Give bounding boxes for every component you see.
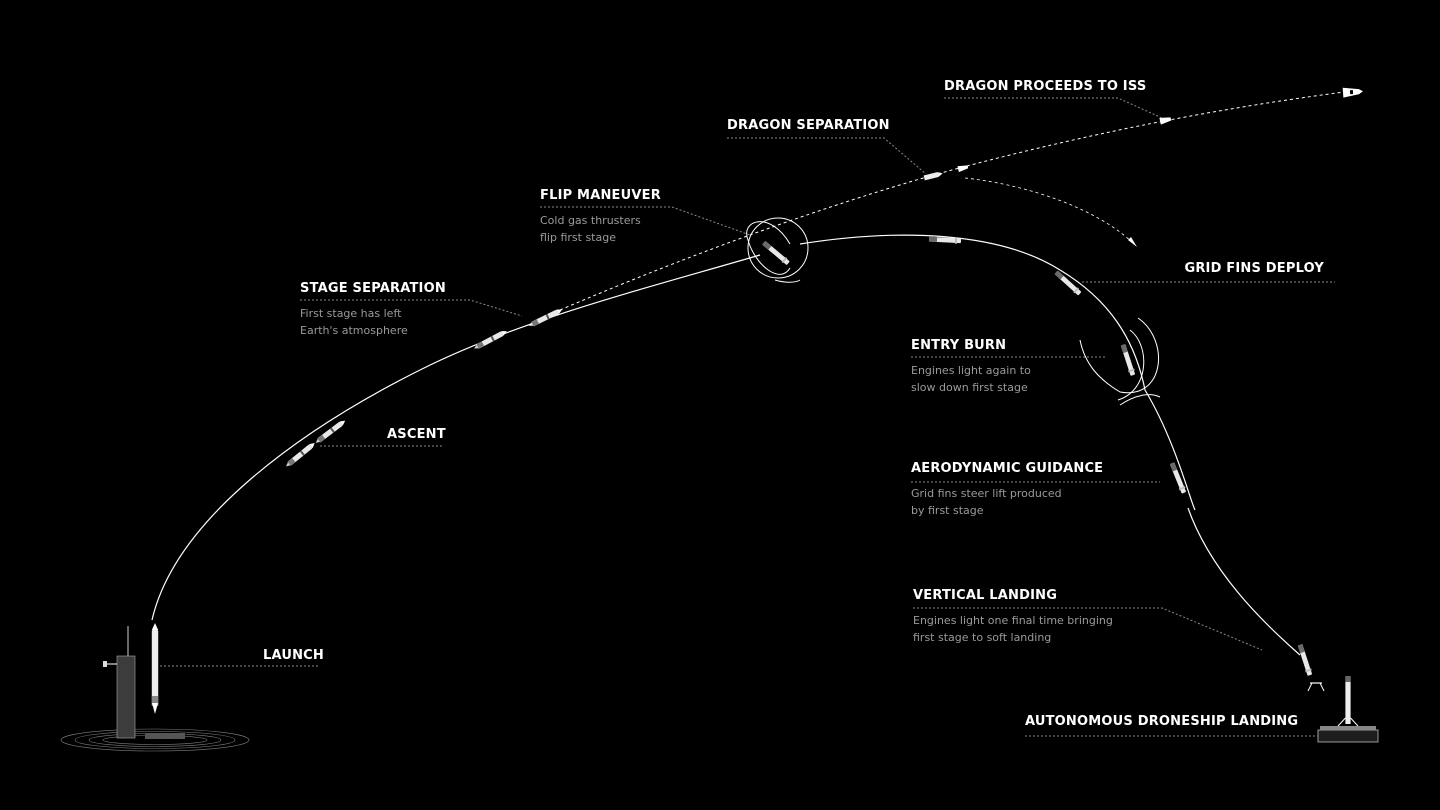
entry-burn-shock <box>1079 317 1159 394</box>
leader-dragon-proceeds <box>944 97 1163 119</box>
rocket-ascent-1 <box>284 441 317 469</box>
stage-description: Engines light one final time bringing fi… <box>913 614 1113 644</box>
booster-return-trajectory <box>799 234 1196 511</box>
label-launch: LAUNCH <box>263 648 324 663</box>
label-ascent: ASCENT <box>387 427 446 442</box>
stage-description: First stage has left Earth's atmosphere <box>300 307 408 337</box>
leader-flip-maneuver <box>540 206 751 236</box>
rocket-ascent-2 <box>314 418 347 445</box>
label-dragon-separation: DRAGON SEPARATION <box>727 118 890 133</box>
label-dragon-proceeds: DRAGON PROCEEDS TO ISS <box>944 79 1146 94</box>
flip-maneuver-arc <box>746 221 791 275</box>
rocket-stage-sep-2 <box>527 307 564 329</box>
booster-descent-trajectory <box>1187 507 1301 656</box>
dragon-capsule-3 <box>1159 117 1172 125</box>
ascent-trajectory <box>151 254 761 621</box>
label-stage-separation: STAGE SEPARATION First stage has left Ea… <box>300 281 446 339</box>
leader-stage-separation <box>300 299 523 317</box>
stage-title: GRID FINS DEPLOY <box>1184 261 1324 276</box>
landing-legs-deploy <box>1307 682 1325 692</box>
dragon-capsule-1 <box>923 172 943 181</box>
stage-title: ASCENT <box>387 427 446 442</box>
stage-description: Cold gas thrusters flip first stage <box>540 214 641 244</box>
dragon-capsule-iss <box>1342 87 1363 98</box>
label-flip-maneuver: FLIP MANEUVER Cold gas thrusters flip fi… <box>540 188 661 246</box>
stage-description: Engines light again to slow down first s… <box>911 364 1031 394</box>
label-vertical-landing: VERTICAL LANDING Engines light one final… <box>913 588 1113 646</box>
stage-title: AERODYNAMIC GUIDANCE <box>911 461 1104 476</box>
label-droneship-landing: AUTONOMOUS DRONESHIP LANDING <box>1025 714 1298 729</box>
stage-title: AUTONOMOUS DRONESHIP LANDING <box>1025 714 1299 729</box>
booster-grid-fins <box>1053 269 1083 297</box>
stage-title: STAGE SEPARATION <box>300 281 446 296</box>
stage-title: DRAGON SEPARATION <box>727 118 890 133</box>
stage-title: ENTRY BURN <box>911 338 1007 353</box>
stage-title: FLIP MANEUVER <box>540 188 661 203</box>
label-entry-burn: ENTRY BURN Engines light again to slow d… <box>911 338 1031 396</box>
stage-title: LAUNCH <box>263 648 325 663</box>
label-aerodynamic-guidance: AERODYNAMIC GUIDANCE Grid fins steer lif… <box>911 461 1103 519</box>
second-stage-trajectory <box>559 89 1361 311</box>
booster-flip <box>761 240 791 266</box>
fairing-trajectory <box>964 177 1136 246</box>
dragon-capsule-2 <box>957 165 969 173</box>
label-grid-fins-deploy: GRID FINS DEPLOY <box>1160 261 1324 276</box>
leader-dragon-separation <box>727 137 927 175</box>
leader-lines <box>160 97 1335 737</box>
booster-entry-burn <box>1120 343 1136 377</box>
stage-title: DRAGON PROCEEDS TO ISS <box>944 79 1147 94</box>
launch-pad <box>60 623 250 752</box>
stage-title: VERTICAL LANDING <box>913 588 1058 603</box>
stage-description: Grid fins steer lift produced by first s… <box>911 487 1062 517</box>
booster-vertical-landing <box>1297 643 1313 677</box>
droneship <box>1317 676 1379 743</box>
leader-vertical-landing <box>913 607 1263 651</box>
rocket-stage-sep-1 <box>472 328 508 351</box>
